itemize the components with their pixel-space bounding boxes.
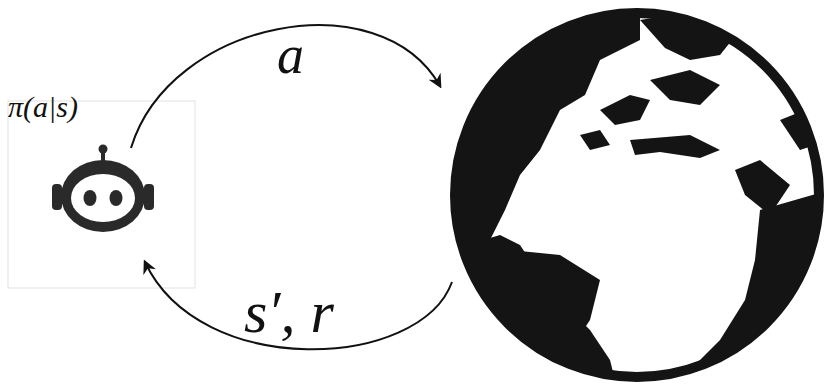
action-arrow <box>131 25 440 148</box>
policy-label: π(a|s) <box>8 92 78 122</box>
action-label: a <box>277 28 304 82</box>
feedback-arrow <box>145 262 452 349</box>
globe-icon <box>450 0 829 389</box>
robot-icon <box>52 145 154 233</box>
observation-reward-label: s′, r <box>244 282 334 342</box>
agent-frame <box>8 101 195 288</box>
